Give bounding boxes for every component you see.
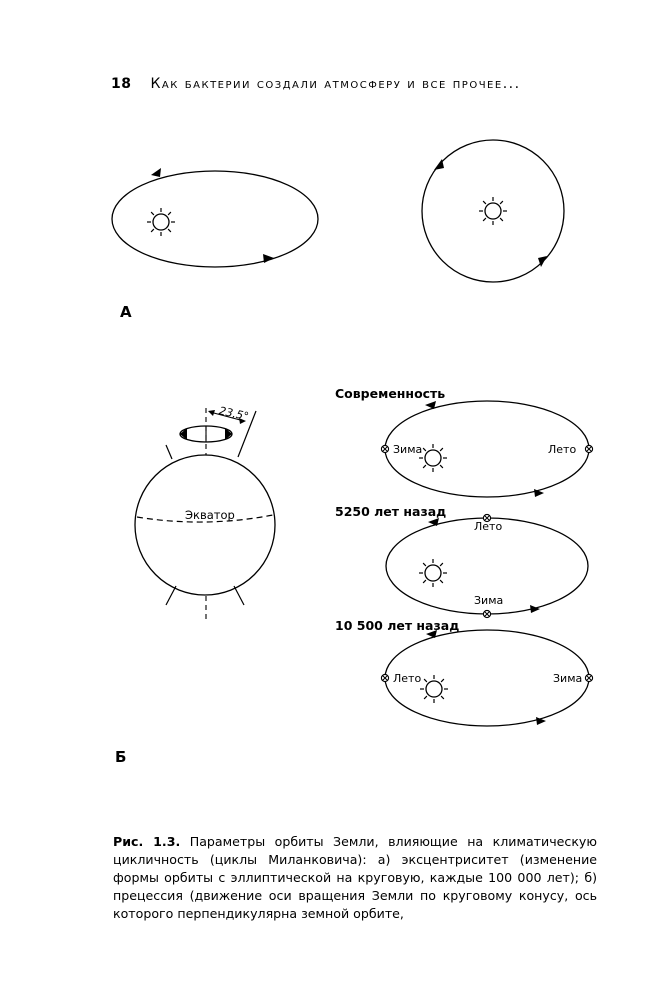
orbit-node-marker [482, 609, 492, 619]
sun-icon [146, 207, 176, 237]
orbit-arrow [530, 605, 540, 613]
orbit-right-label: Зима [553, 672, 582, 685]
orbit-arrow [538, 256, 547, 267]
orbit-arrow [534, 489, 544, 497]
orbit-arrow [425, 401, 436, 409]
figure-caption: Рис. 1.3. Параметры орбиты Земли, влияющ… [113, 833, 597, 923]
orbit-top-label: Лето [474, 520, 502, 533]
orbit-node-marker [380, 673, 390, 683]
earth-diagram: 23,5° Экватор [134, 404, 276, 622]
sun-icon [478, 196, 508, 226]
running-title: Как бактерии создали атмосферу и все про… [150, 76, 521, 92]
panel-a-circular-orbit [421, 139, 565, 283]
orbit-title: 5250 лет назад [335, 504, 446, 519]
equator-label: Экватор [185, 508, 235, 522]
orbit-10500: 10 500 лет назад Лето Зима [335, 618, 594, 727]
orbit-arrow [434, 159, 444, 170]
page-header: 18 Как бактерии создали атмосферу и все … [111, 76, 521, 92]
orbit-title: 10 500 лет назад [335, 618, 459, 633]
sun-icon [418, 558, 448, 588]
orbit-node-marker [584, 444, 594, 454]
orbit-arrow [151, 168, 161, 177]
orbit-title: Современность [335, 386, 445, 401]
panel-a-elliptical-orbit [111, 168, 319, 268]
sun-icon [418, 443, 448, 473]
orbit-node-marker [380, 444, 390, 454]
figure-drawing: 23,5° Экватор Современность Зима Лето 52… [111, 139, 594, 727]
panel-letter-a: А [120, 303, 132, 321]
caption-text: Параметры орбиты Земли, влияющие на клим… [113, 834, 597, 921]
orbit-right-label: Лето [548, 443, 576, 456]
orbit-arrow [426, 630, 437, 638]
orbit-left-label: Лето [393, 672, 421, 685]
orbit-arrow [536, 717, 546, 725]
orbit-arrow [263, 254, 274, 263]
sun-icon [419, 674, 449, 704]
orbit-node-marker [584, 673, 594, 683]
tilt-angle-label: 23,5° [218, 404, 250, 423]
orbit-left-label: Зима [393, 443, 422, 456]
panel-letter-b: Б [115, 748, 127, 766]
caption-lead: Рис. 1.3. [113, 834, 181, 849]
orbit-5250: 5250 лет назад Лето Зима [335, 504, 589, 619]
orbit-present: Современность Зима Лето [335, 386, 594, 498]
page-number: 18 [111, 76, 132, 92]
orbit-bottom-label: Зима [474, 594, 503, 607]
orbit-arrow [428, 518, 439, 526]
